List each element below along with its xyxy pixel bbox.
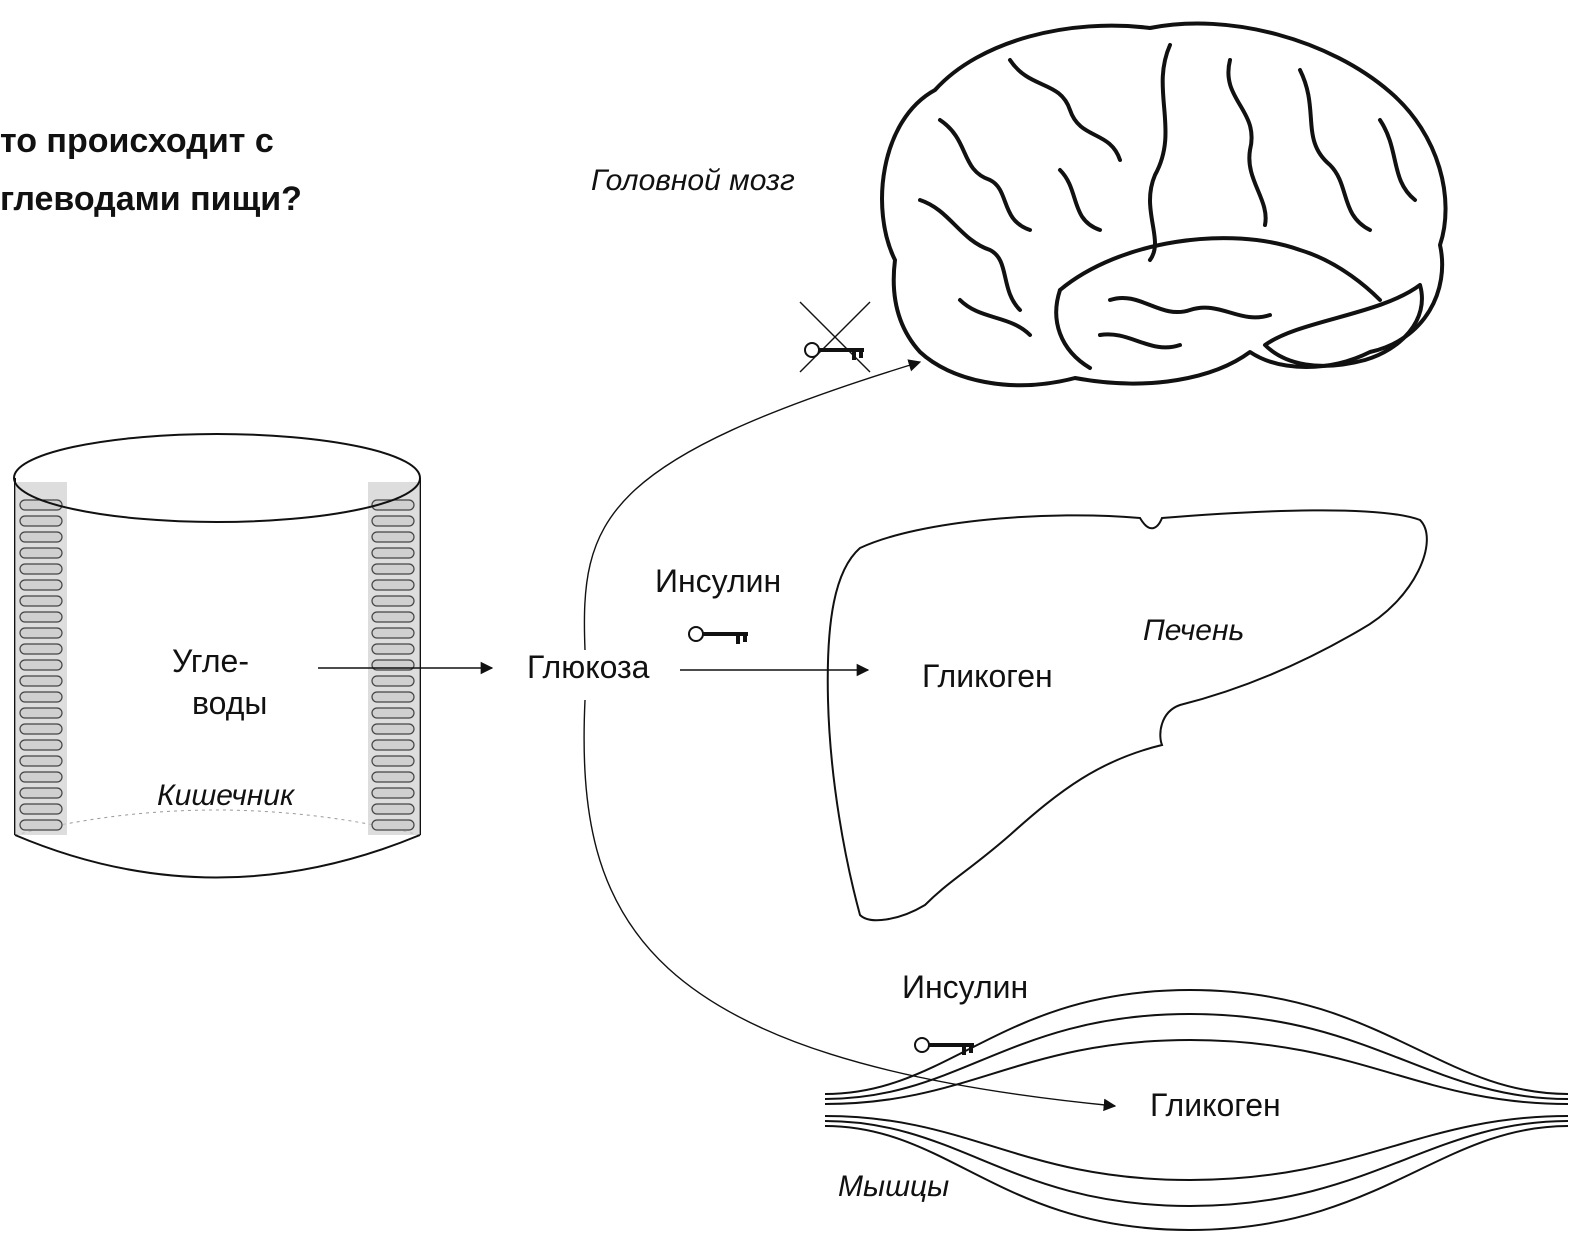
key-icon-muscle [915, 1038, 974, 1055]
glucose-label: Глюкоза [527, 649, 650, 685]
brain-label: Головной мозг [591, 164, 795, 197]
villus [20, 692, 62, 702]
intestine-villi-left [20, 500, 62, 830]
villus [20, 756, 62, 766]
villus [372, 708, 414, 718]
villus [372, 788, 414, 798]
villus [20, 740, 62, 750]
villus [20, 628, 62, 638]
villus [372, 532, 414, 542]
villus [372, 580, 414, 590]
villus [20, 644, 62, 654]
villus [20, 708, 62, 718]
arrow-glucose-to-brain [584, 362, 920, 650]
villus [20, 580, 62, 590]
liver-glycogen-label: Гликоген [922, 658, 1053, 694]
villus [20, 820, 62, 830]
arrow-glucose-to-muscle [584, 700, 1115, 1106]
villus [372, 644, 414, 654]
villus [20, 548, 62, 558]
carbs-label-line-2: воды [192, 685, 267, 721]
brain-illustration [882, 24, 1446, 386]
liver-illustration [828, 510, 1427, 920]
title-line-2: глеводами пищи? [0, 180, 302, 218]
villus [372, 772, 414, 782]
villus [20, 532, 62, 542]
villus [372, 628, 414, 638]
villus [372, 676, 414, 686]
villus [20, 676, 62, 686]
villus [372, 612, 414, 622]
title-line-1: то происходит с [0, 122, 274, 160]
villus [372, 516, 414, 526]
key-icon-liver [689, 627, 748, 644]
villus [372, 756, 414, 766]
intestine-villi-right [372, 500, 414, 830]
villus [20, 612, 62, 622]
villus [20, 724, 62, 734]
villus [372, 724, 414, 734]
carbs-label-line-1: Угле- [172, 643, 249, 679]
liver-label: Печень [1143, 614, 1244, 647]
villus [372, 564, 414, 574]
muscle-label: Мышцы [838, 1170, 949, 1203]
muscle-insulin-label: Инсулин [902, 969, 1028, 1005]
villus [20, 516, 62, 526]
villus [372, 740, 414, 750]
villus [372, 820, 414, 830]
liver-insulin-label: Инсулин [655, 563, 781, 599]
villus [20, 660, 62, 670]
villus [372, 548, 414, 558]
villus [372, 804, 414, 814]
villus [20, 788, 62, 798]
intestine-label: Кишечник [157, 779, 296, 812]
villus [372, 692, 414, 702]
key-icon-brain-crossed [800, 302, 870, 372]
villus [20, 596, 62, 606]
villus [20, 564, 62, 574]
muscle-glycogen-label: Гликоген [1150, 1087, 1281, 1123]
villus [20, 804, 62, 814]
villus [20, 772, 62, 782]
villus [372, 596, 414, 606]
